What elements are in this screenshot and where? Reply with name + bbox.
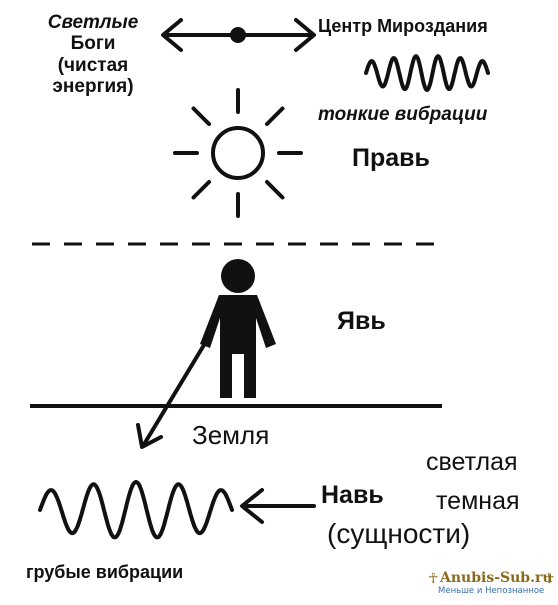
ankh-icon: ☥: [428, 570, 439, 586]
gods-line-2: Боги: [70, 33, 116, 55]
coarse-vibrations-label: грубые вибрации: [26, 562, 184, 582]
sun-ray: [265, 106, 285, 126]
yav-label: Явь: [337, 307, 386, 335]
double-arrow-icon: [161, 18, 316, 52]
watermark-tagline: Меньше и Непознанное: [438, 586, 545, 596]
gods-line-3: (чистая: [57, 54, 129, 76]
light-label: светлая: [426, 448, 518, 476]
gods-line-1: Светлые: [47, 12, 139, 33]
dark-label: темная: [436, 487, 520, 515]
sun-ray: [265, 180, 285, 200]
watermark: ☥ Anubis-Sub.ru ☥ Меньше и Непознанное: [428, 568, 556, 598]
sun-ray: [191, 180, 211, 200]
nav-arrow-icon: [240, 488, 316, 524]
gods-line-4: энергия): [52, 75, 134, 97]
person-icon: [200, 259, 276, 398]
watermark-site: Anubis-Sub.ru: [440, 570, 553, 586]
fine-vibrations-label: тонкие вибрации: [318, 104, 488, 125]
nav-label: Навь: [321, 481, 384, 509]
center-of-universe-label: Центр Мироздания: [318, 16, 488, 36]
coarse-wave-icon: [38, 479, 234, 540]
earth-label: Земля: [192, 420, 270, 450]
descent-arrow-icon: [136, 338, 209, 449]
prav-label: Правь: [352, 144, 430, 172]
fine-wave-icon: [364, 54, 490, 93]
bright-gods-label: Светлые Боги (чистая энергия): [28, 12, 158, 97]
entities-label: (сущности): [327, 518, 471, 549]
sun-icon: [173, 88, 303, 218]
ankh-icon: ☥: [544, 570, 555, 586]
sun-ray: [191, 106, 211, 126]
